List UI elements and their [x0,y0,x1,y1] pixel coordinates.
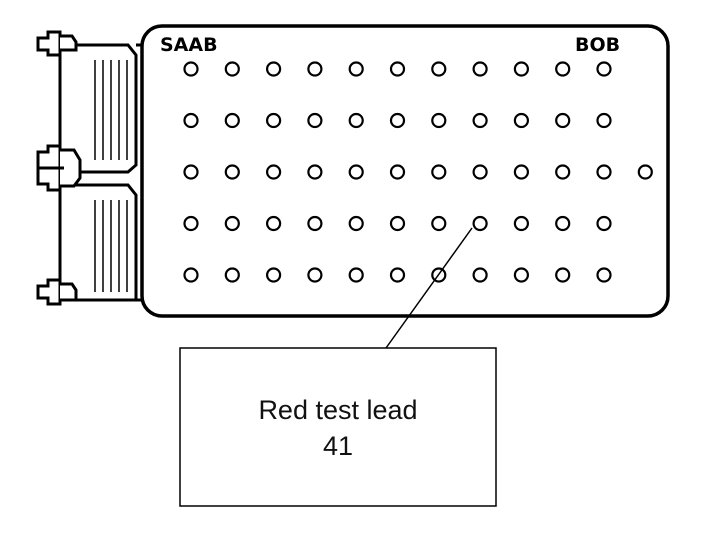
callout-leader-line [385,227,473,349]
pin-hole [472,267,488,283]
pin-hole [348,267,364,283]
pin-hole [224,61,240,77]
pin-hole [266,61,282,77]
pin-hole [183,112,199,129]
pin-hole [637,164,653,180]
pin-grid [183,61,653,283]
pin-hole [307,164,323,180]
board-label: BOB [575,34,620,56]
pin-hole [431,112,447,129]
pin-hole [266,267,282,283]
pin-hole [348,215,364,232]
pin-hole [224,112,240,129]
pin-hole [555,267,571,283]
pin-hole [555,112,571,129]
brand-label: SAAB [160,34,218,56]
pin-hole [266,112,282,129]
pin-hole [596,215,612,232]
pin-hole [555,215,571,232]
upper-harness [60,43,138,174]
pin-hole [472,164,488,180]
pin-hole [224,267,240,283]
pin-hole [307,61,323,77]
pin-hole [183,61,199,77]
pin-hole [596,164,612,180]
callout-line-1: Red test lead [258,395,418,425]
pin-hole [513,164,530,180]
pin-hole [431,61,447,77]
pin-hole [472,61,488,77]
pin-hole [183,215,199,232]
pin-hole [224,215,240,232]
pin-hole [431,164,447,180]
lower-harness [60,183,138,302]
pin-hole [348,112,364,129]
upper-connector [36,30,78,57]
lower-connector [36,278,78,306]
middle-connector [36,144,82,192]
pin-hole [348,61,364,77]
pin-hole [389,164,406,180]
pin-hole [183,267,199,283]
pin-hole [555,164,571,180]
callout-line-2: 41 [322,431,354,461]
pin-hole [596,267,612,283]
pin-hole [307,215,323,232]
pin-hole [266,164,282,180]
callout-box [179,347,497,507]
pin-hole [389,112,406,129]
pin-hole [596,61,612,77]
callout-text: Red test lead 41 [180,392,496,464]
pin-hole [266,215,282,232]
pin-hole [513,267,530,283]
pin-hole [389,61,406,77]
pin-hole [596,112,612,129]
pin-hole [307,267,323,283]
pin-hole [224,164,240,180]
pin-hole [389,267,406,283]
pin-hole [348,164,364,180]
pin-hole [513,112,530,129]
pin-hole [472,112,488,129]
pin-hole [389,215,406,232]
pin-hole [183,164,199,180]
pin-hole [513,215,530,232]
pin-hole [307,112,323,129]
pin-hole [555,61,571,77]
pin-hole [431,215,447,232]
pin-hole [513,61,530,77]
pin-hole [472,215,488,232]
